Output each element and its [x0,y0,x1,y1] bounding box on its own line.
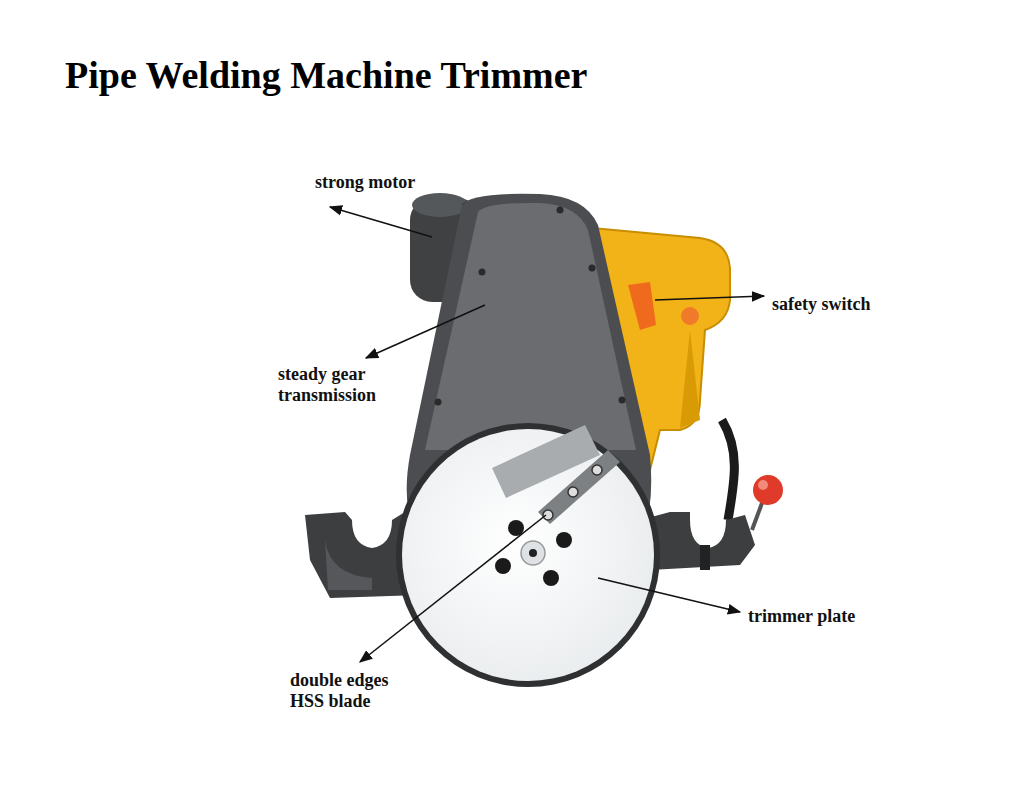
leader-line [655,296,764,300]
knob [753,475,783,505]
gear-cover [425,203,636,450]
handle-shade [680,330,700,428]
part-label: double edges HSS blade [290,670,415,712]
part-label: strong motor [315,172,485,193]
blade-holder [538,450,620,524]
disc-rim [396,423,660,687]
diagram-title: Pipe Welding Machine Trimmer [65,52,825,98]
leader-line [330,207,432,237]
power-cord [722,420,734,520]
part-label: steady gear transmission [278,364,403,406]
lock-button [681,307,699,325]
leader-line [598,578,740,612]
safety-switch [628,282,656,330]
motor-cap [412,193,468,217]
leader-line [366,305,485,358]
part-label: safety switch [772,294,942,315]
leader-line [360,515,546,662]
part-label: trimmer plate [748,606,918,627]
